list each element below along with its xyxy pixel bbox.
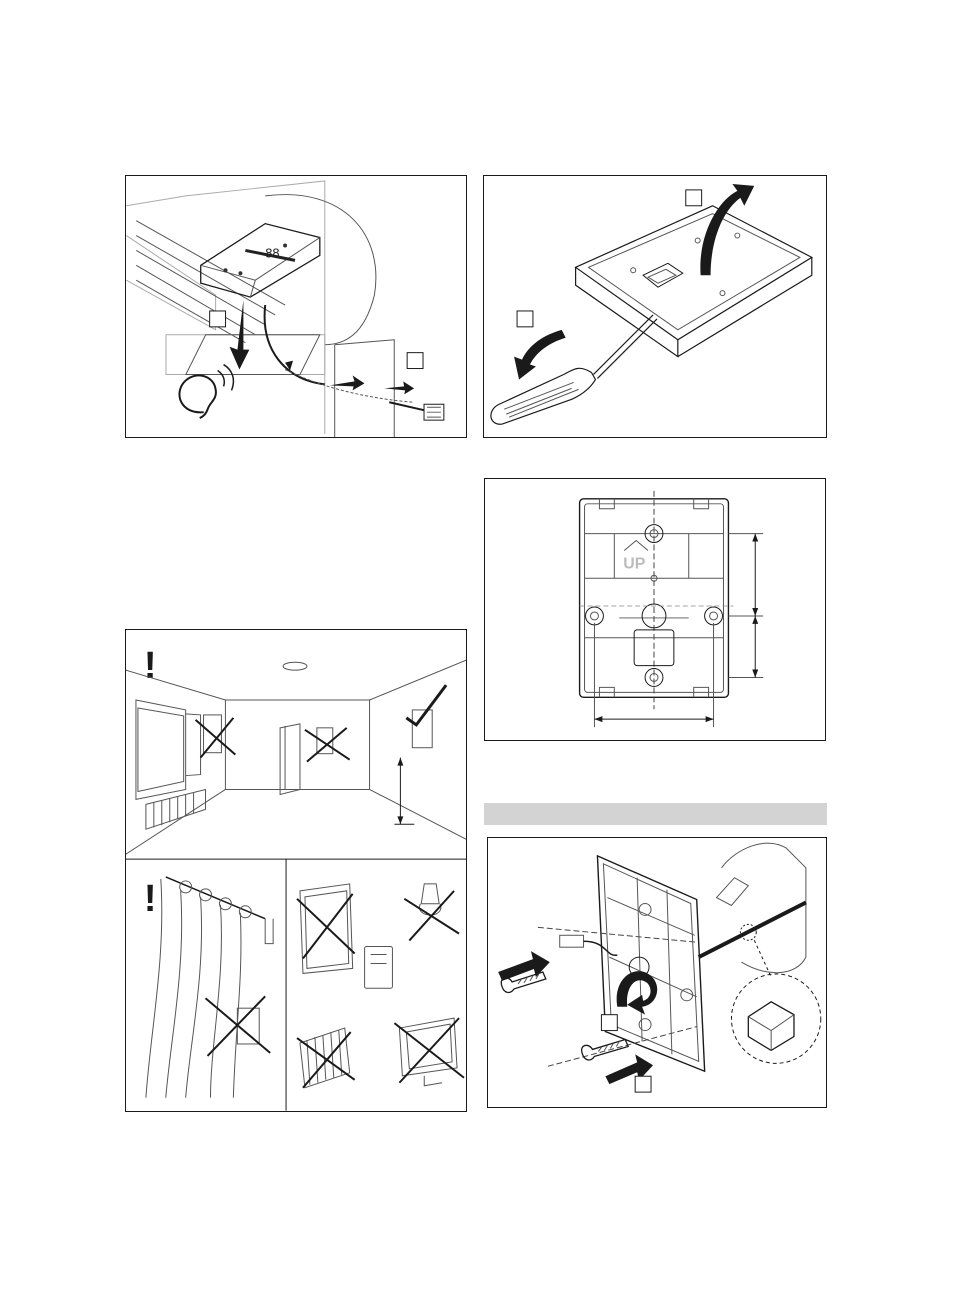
figure-remove-cover-screwdriver — [483, 175, 827, 438]
exclamation-mark: ! — [144, 645, 157, 687]
figure-placement-room: ! ! — [125, 629, 467, 1112]
section-header-bar — [484, 803, 827, 825]
up-label: UP — [623, 555, 645, 572]
exclamation-mark-2: ! — [144, 878, 157, 920]
figure-mounting-plate-dimensions: UP — [484, 478, 826, 741]
figure-install-sensor-cable: 88 — [125, 175, 467, 438]
figure-wall-mounting — [487, 837, 827, 1108]
